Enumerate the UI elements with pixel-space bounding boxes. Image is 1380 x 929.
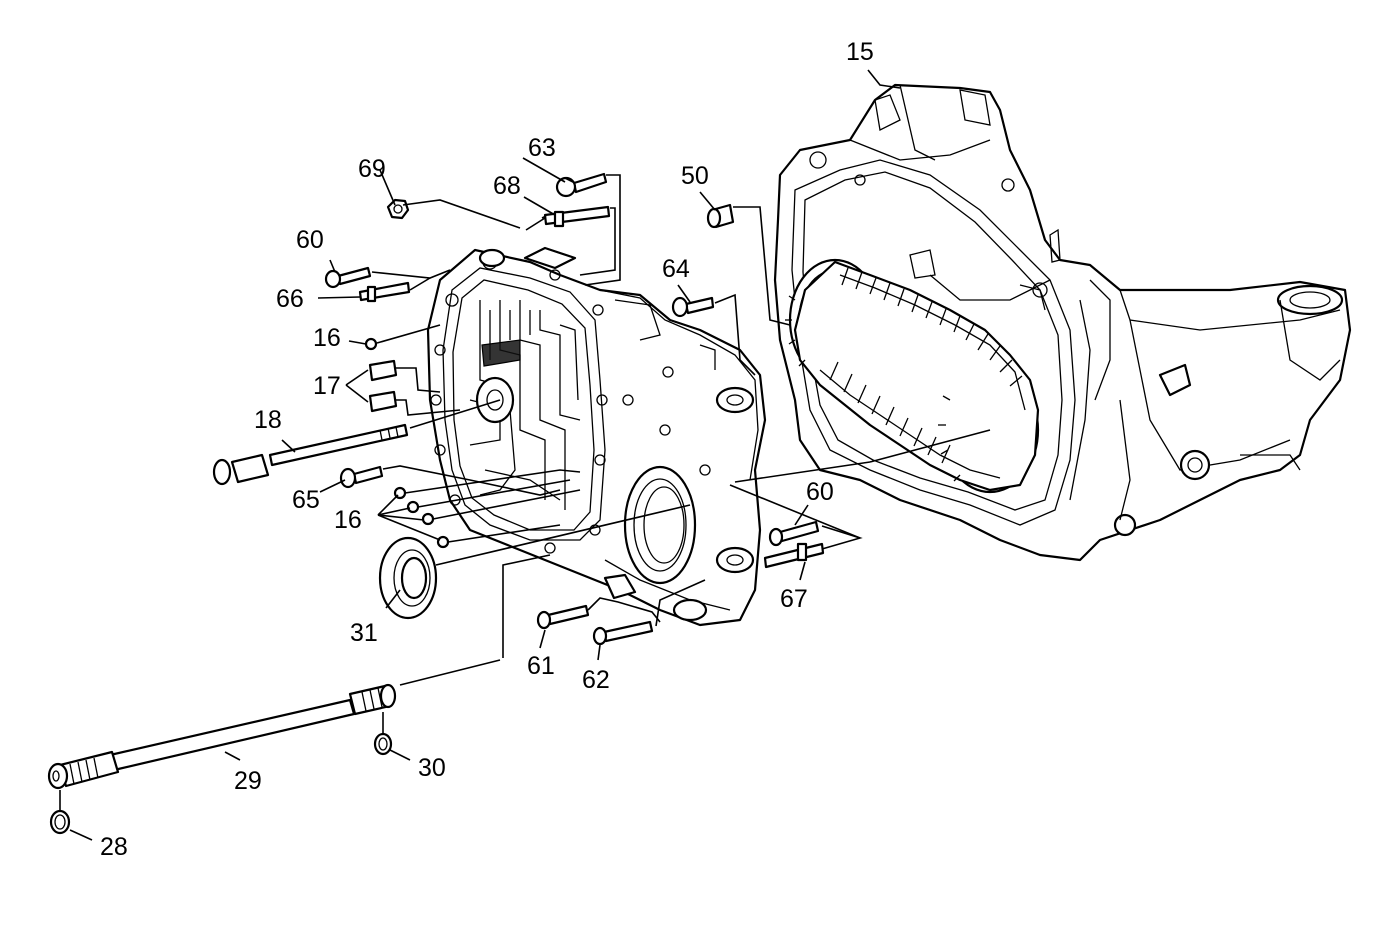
callout-30: 30 — [418, 754, 446, 782]
callout-labels: 15 63 69 68 50 60 66 64 16 17 18 65 16 6… — [100, 38, 874, 861]
callout-18: 18 — [254, 406, 282, 434]
callout-28: 28 — [100, 833, 128, 861]
callout-60-lower: 60 — [806, 478, 834, 506]
stud-68 — [543, 205, 611, 228]
ball-16-d — [436, 535, 450, 549]
callout-50: 50 — [681, 162, 709, 190]
callout-63: 63 — [528, 134, 556, 162]
stud-66 — [358, 281, 411, 303]
callout-62: 62 — [582, 666, 610, 694]
ring-30 — [373, 732, 393, 756]
leader-lines — [59, 69, 991, 841]
bushing-50 — [706, 203, 735, 229]
bolt-63 — [555, 172, 608, 198]
callout-66: 66 — [276, 285, 304, 313]
callout-68: 68 — [493, 172, 521, 200]
axle-shaft-29 — [47, 683, 397, 790]
bolt-61 — [536, 604, 590, 630]
plug-17-b — [368, 390, 398, 413]
callout-61: 61 — [527, 652, 555, 680]
callout-69: 69 — [358, 155, 386, 183]
bolt-60-lower — [768, 520, 820, 547]
bolt-62 — [592, 620, 654, 646]
case-cover — [426, 246, 767, 627]
ball-16-b — [406, 500, 420, 514]
callout-15: 15 — [846, 38, 874, 66]
callout-16-lower: 16 — [334, 506, 362, 534]
callout-31: 31 — [350, 619, 378, 647]
callout-29: 29 — [234, 767, 262, 795]
callout-17: 17 — [313, 372, 341, 400]
ring-28 — [49, 809, 71, 835]
plug-17-a — [368, 359, 398, 382]
callout-60-upper: 60 — [296, 226, 324, 254]
bolt-65 — [339, 465, 384, 489]
sensor-18 — [212, 423, 409, 486]
nut-69 — [386, 198, 410, 220]
bolt-60-upper — [324, 266, 372, 289]
bolt-64 — [671, 296, 715, 318]
ball-16-c — [421, 512, 435, 526]
stud-67 — [763, 542, 825, 569]
callout-16-upper: 16 — [313, 324, 341, 352]
callout-65: 65 — [292, 486, 320, 514]
callout-67: 67 — [780, 585, 808, 613]
callout-64: 64 — [662, 255, 690, 283]
ball-16-upper — [364, 337, 378, 351]
